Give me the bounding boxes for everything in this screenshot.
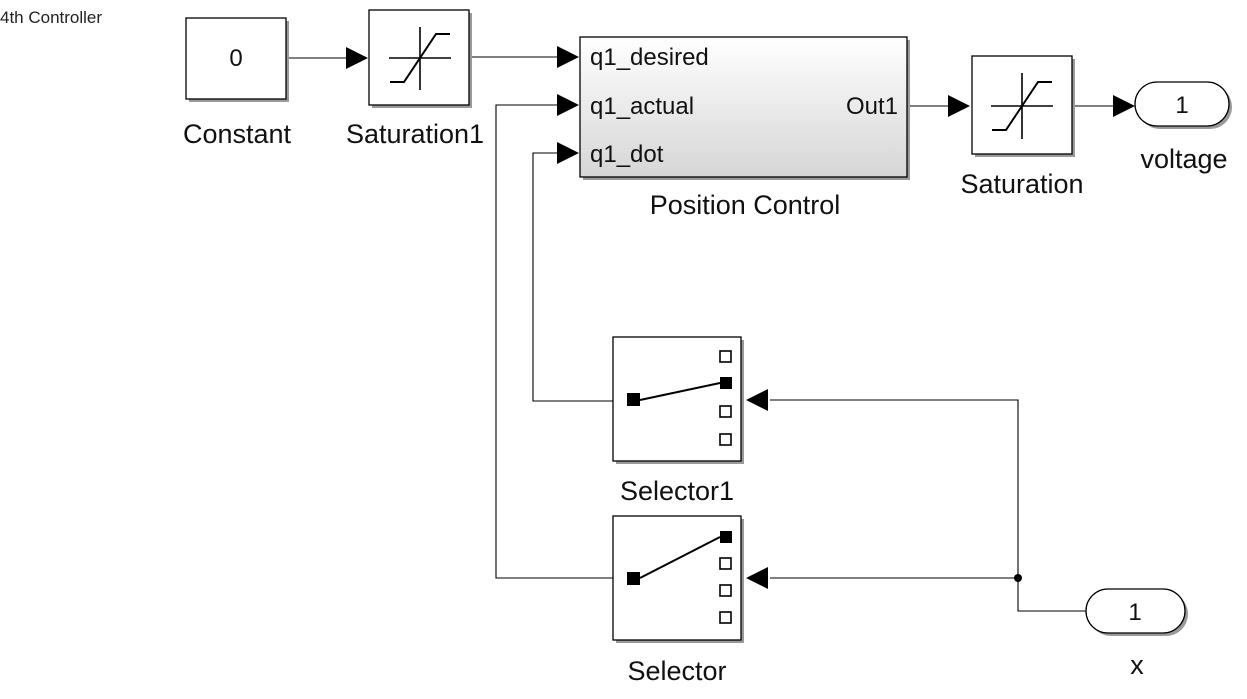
voltage-port-number: 1: [1175, 92, 1188, 119]
wire-x-to-selectors[interactable]: [770, 399, 1086, 612]
saturation-icon: [389, 27, 451, 90]
selector-icon: [627, 531, 732, 624]
selector-block[interactable]: [612, 515, 744, 643]
saturation-label: Saturation: [960, 169, 1083, 199]
selector-label: Selector: [627, 656, 726, 686]
wire-selector-to-q1-actual[interactable]: [495, 104, 614, 579]
position-control-subsystem[interactable]: q1_desired q1_actual q1_dot Out1: [579, 36, 910, 180]
input-port-q1-desired: q1_desired: [590, 44, 709, 71]
arrow-into-q1-actual: [557, 94, 579, 116]
arrow-into-voltage: [1113, 95, 1135, 117]
arrow-into-saturation: [948, 95, 970, 117]
constant-block[interactable]: 0: [185, 17, 289, 102]
selector-icon: [627, 350, 732, 446]
constant-label: Constant: [183, 119, 292, 149]
x-port-number: 1: [1128, 599, 1141, 626]
arrow-into-q1-desired: [557, 46, 579, 68]
voltage-outport[interactable]: 1: [1134, 81, 1232, 129]
input-port-q1-dot: q1_dot: [590, 141, 664, 168]
selector1-block[interactable]: [612, 336, 744, 464]
arrow-into-selector1: [746, 389, 768, 411]
signal-lines: [287, 56, 1115, 612]
saturation-block[interactable]: [971, 55, 1075, 157]
arrow-into-selector: [746, 567, 768, 589]
saturation1-label: Saturation1: [346, 119, 484, 149]
position-control-label: Position Control: [650, 190, 841, 220]
x-label: x: [1130, 650, 1144, 680]
wire-selector1-to-q1-dot[interactable]: [532, 152, 614, 402]
diagram-title: 4th Controller: [0, 8, 103, 27]
saturation1-block[interactable]: [368, 9, 472, 108]
arrowheads: [346, 46, 1135, 589]
arrow-into-saturation1: [346, 47, 368, 69]
input-port-q1-actual: q1_actual: [590, 93, 694, 120]
constant-value: 0: [229, 45, 242, 72]
x-inport[interactable]: 1: [1085, 588, 1188, 636]
output-port-out1: Out1: [846, 93, 898, 120]
arrow-into-q1-dot: [557, 142, 579, 164]
selector1-label: Selector1: [620, 476, 734, 506]
voltage-label: voltage: [1140, 144, 1227, 174]
branch-point: [1014, 574, 1022, 582]
saturation-icon: [991, 73, 1053, 139]
